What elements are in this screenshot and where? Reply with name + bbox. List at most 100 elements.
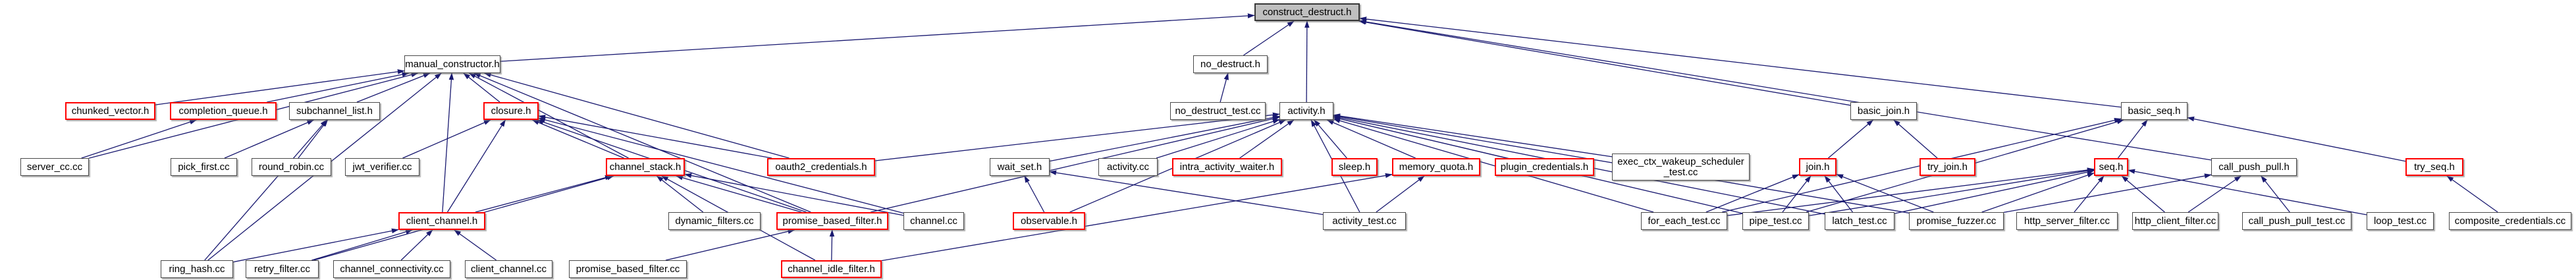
node-activity_test[interactable]: activity_test.cc: [1323, 212, 1406, 230]
node-completion_queue[interactable]: completion_queue.h: [170, 102, 277, 120]
node-promise_fuzzer[interactable]: promise_fuzzer.cc: [1909, 212, 2004, 230]
node-activity_cc[interactable]: activity.cc: [1098, 158, 1158, 176]
node-channel_cc[interactable]: channel.cc: [903, 212, 964, 230]
edge-try_seq-to-basic_seq: [2187, 116, 2406, 162]
edge-server_cc-to-completion_queue: [81, 119, 198, 159]
edge-client_channel_h-to-manual_constructor: [442, 72, 454, 213]
node-manual_constructor[interactable]: manual_constructor.h: [404, 55, 500, 73]
edge-join-to-basic_join: [1827, 119, 1874, 159]
node-subchannel_list[interactable]: subchannel_list.h: [289, 102, 380, 120]
node-pick_first[interactable]: pick_first.cc: [171, 158, 237, 176]
edge-client_channel_h-to-closure: [446, 119, 506, 213]
edge-sleep-to-activity_h: [1314, 119, 1347, 159]
node-pipe_test[interactable]: pipe_test.cc: [1742, 212, 1809, 230]
edge-dynamic_filters-to-channel_stack: [656, 175, 704, 213]
edge-for_each_test-to-join: [1705, 174, 1800, 213]
edge-retry_filter-to-client_channel_h: [311, 229, 414, 261]
node-try_seq[interactable]: try_seq.h: [2405, 158, 2463, 176]
node-client_channel_cc[interactable]: client_channel.cc: [465, 260, 552, 278]
node-wait_set[interactable]: wait_set.h: [990, 158, 1050, 176]
node-chunked_vector[interactable]: chunked_vector.h: [65, 102, 155, 120]
edge-activity_cc-to-activity_h: [1156, 119, 1280, 159]
edge-composite_credentials-to-try_seq: [2446, 175, 2498, 213]
edge-exec_ctx_test-to-activity_h: [1333, 113, 1613, 157]
edge-promise_fuzzer-to-join: [1836, 173, 1934, 213]
edge-activity_h-to-construct_destruct: [1304, 20, 1310, 103]
edge-channel_connectivity-to-client_channel_h: [400, 229, 433, 261]
node-construct_destruct[interactable]: construct_destruct.h: [1254, 3, 1360, 21]
node-round_robin[interactable]: round_robin.cc: [252, 158, 331, 176]
node-server_cc[interactable]: server_cc.cc: [20, 158, 89, 176]
node-intra_activity_waiter[interactable]: intra_activity_waiter.h: [1172, 158, 1282, 176]
edge-subchannel_list-to-manual_constructor: [356, 72, 431, 103]
edge-for_each_test-to-seq: [1727, 167, 2095, 216]
node-promise_based_filter_cc[interactable]: promise_based_filter.cc: [569, 260, 687, 278]
edge-completion_queue-to-manual_constructor: [267, 72, 410, 103]
edge-promise_based_filter_h-to-manual_constructor: [473, 72, 811, 213]
node-jwt_verifier[interactable]: jwt_verifier.cc: [345, 158, 419, 176]
node-seq[interactable]: seq.h: [2094, 158, 2128, 176]
node-call_push_pull[interactable]: call_push_pull.h: [2211, 158, 2297, 176]
edge-wait_set-to-activity_h: [1049, 115, 1280, 162]
edge-client_channel_h-to-channel_stack: [475, 175, 612, 213]
node-channel_connectivity[interactable]: channel_connectivity.cc: [333, 260, 450, 278]
node-composite_credentials[interactable]: composite_credentials.cc: [2449, 212, 2571, 230]
edge-ring_hash-to-client_channel_h: [232, 228, 399, 263]
node-observable[interactable]: observable.h: [1013, 212, 1085, 230]
node-channel_idle_filter[interactable]: channel_idle_filter.h: [781, 260, 882, 278]
edge-promise_fuzzer-to-call_push_pull: [2003, 173, 2212, 213]
edge-promise_based_filter_h-to-channel_stack: [675, 175, 802, 213]
node-closure[interactable]: closure.h: [483, 102, 539, 120]
node-promise_based_filter_h[interactable]: promise_based_filter.h: [776, 212, 888, 230]
node-dynamic_filters[interactable]: dynamic_filters.cc: [668, 212, 761, 230]
edge-try_join-to-basic_join: [1893, 119, 1938, 159]
node-http_client_filter[interactable]: http_client_filter.cc: [2132, 212, 2218, 230]
edge-manual_constructor-to-construct_destruct: [500, 13, 1255, 62]
node-retry_filter[interactable]: retry_filter.cc: [246, 260, 319, 278]
node-loop_test[interactable]: loop_test.cc: [2367, 212, 2434, 230]
node-basic_seq[interactable]: basic_seq.h: [2121, 102, 2187, 120]
edge-basic_join-to-construct_destruct: [1358, 20, 1851, 106]
edge-http_client_filter-to-call_push_pull: [2187, 175, 2242, 213]
edge-pick_first-to-subchannel_list: [224, 119, 315, 159]
node-http_server_filter[interactable]: http_server_filter.cc: [2016, 212, 2118, 230]
node-channel_stack[interactable]: channel_stack.h: [606, 158, 685, 176]
node-latch_test[interactable]: latch_test.cc: [1825, 212, 1894, 230]
node-try_join[interactable]: try_join.h: [1919, 158, 1975, 176]
edge-loop_test-to-seq: [2128, 169, 2367, 215]
node-basic_join[interactable]: basic_join.h: [1850, 102, 1917, 120]
edge-for_each_test-to-activity_h: [1333, 118, 1654, 213]
edge-pipe_test-to-join: [1782, 175, 1811, 213]
node-exec_ctx_test[interactable]: exec_ctx_wakeup_scheduler _test.cc: [1612, 154, 1750, 181]
edge-call_push_pull_test-to-call_push_pull: [2261, 175, 2290, 213]
edge-channel_cc-to-channel_stack: [684, 173, 904, 216]
edge-channel_cc-to-closure: [538, 117, 904, 214]
edge-channel_stack-to-closure: [531, 119, 624, 159]
node-no_destruct_test[interactable]: no_destruct_test.cc: [1170, 102, 1266, 120]
edge-basic_seq-to-construct_destruct: [1359, 16, 2122, 108]
node-join[interactable]: join.h: [1799, 158, 1837, 176]
edge-client_channel_cc-to-client_channel_h: [454, 229, 497, 261]
node-for_each_test[interactable]: for_each_test.cc: [1641, 212, 1727, 230]
node-no_destruct[interactable]: no_destruct.h: [1193, 55, 1268, 73]
edge-http_server_filter-to-seq: [2074, 175, 2105, 213]
edge-seq-to-basic_seq: [2117, 119, 2148, 159]
node-memory_quota[interactable]: memory_quota.h: [1392, 158, 1480, 176]
edge-no_destruct_test-to-no_destruct: [1220, 72, 1229, 103]
edge-pipe_test-to-seq: [1808, 168, 2095, 217]
node-call_push_pull_test[interactable]: call_push_pull_test.cc: [2242, 212, 2351, 230]
node-sleep[interactable]: sleep.h: [1331, 158, 1378, 176]
node-activity_h[interactable]: activity.h: [1279, 102, 1333, 120]
edge-channel_idle_filter-to-memory_quota: [881, 173, 1393, 262]
edge-activity_test-to-memory_quota: [1376, 175, 1425, 213]
node-plugin_credentials[interactable]: plugin_credentials.h: [1495, 158, 1594, 176]
node-client_channel_h[interactable]: client_channel.h: [398, 212, 485, 230]
node-ring_hash[interactable]: ring_hash.cc: [161, 260, 233, 278]
edge-promise_based_filter_h-to-activity_h: [871, 116, 1280, 213]
edge-observable-to-wait_set: [1024, 175, 1045, 213]
node-oauth2_credentials[interactable]: oauth2_credentials.h: [767, 158, 875, 176]
edge-intra_activity_waiter-to-activity_h: [1239, 119, 1295, 159]
edge-chunked_vector-to-manual_constructor: [155, 69, 405, 105]
edge-channel_stack-to-manual_constructor: [468, 72, 629, 159]
